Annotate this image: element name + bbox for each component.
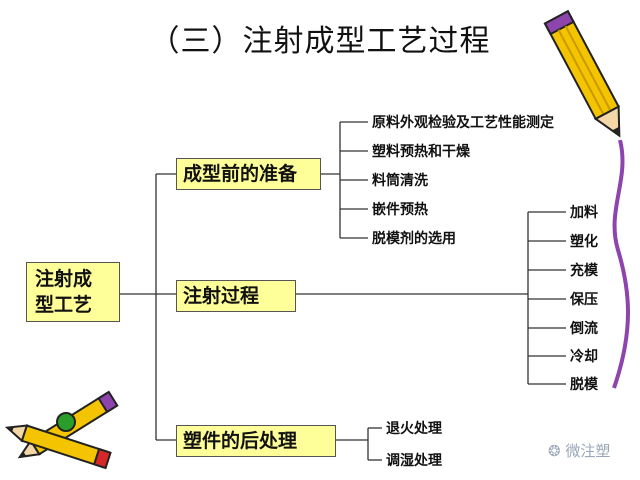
leaf-node: 加料 [570,205,598,221]
diagram-title: （三）注射成型工艺过程 [149,24,491,59]
root-node-line-2: 型工艺 [35,294,93,316]
stage-node-preparation: 成型前的准备 [176,158,321,190]
root-node-line-1: 注射成 [35,268,93,290]
leaf-node: 嵌件预热 [372,202,428,218]
leaf-node: 塑料预热和干燥 [372,144,470,160]
chat-bubble-icon: ❂ [548,442,561,460]
root-node: 注射成 型工艺 [26,262,120,322]
watermark: ❂ 微注塑 [548,440,610,461]
watermark-text: 微注塑 [565,442,611,460]
leaf-node: 原料外观检验及工艺性能测定 [372,115,554,131]
pencil-icon [543,9,621,138]
swirl-icon [612,140,630,389]
leaf-node: 脱模剂的选用 [372,231,456,247]
leaf-node: 保压 [570,292,598,308]
leaf-node: 调湿处理 [386,453,442,469]
pencils-icon [4,390,119,470]
leaf-node: 倒流 [570,321,598,337]
leaf-node: 冷却 [570,349,598,365]
leaf-node: 脱模 [570,377,598,393]
leaf-node: 充模 [570,263,598,279]
leaf-node: 塑化 [570,234,598,250]
stage-node-injection: 注射过程 [176,280,296,312]
leaf-node: 料筒清洗 [372,173,428,189]
stage-node-post-processing: 塑件的后处理 [176,425,336,457]
leaf-node: 退火处理 [386,421,442,437]
